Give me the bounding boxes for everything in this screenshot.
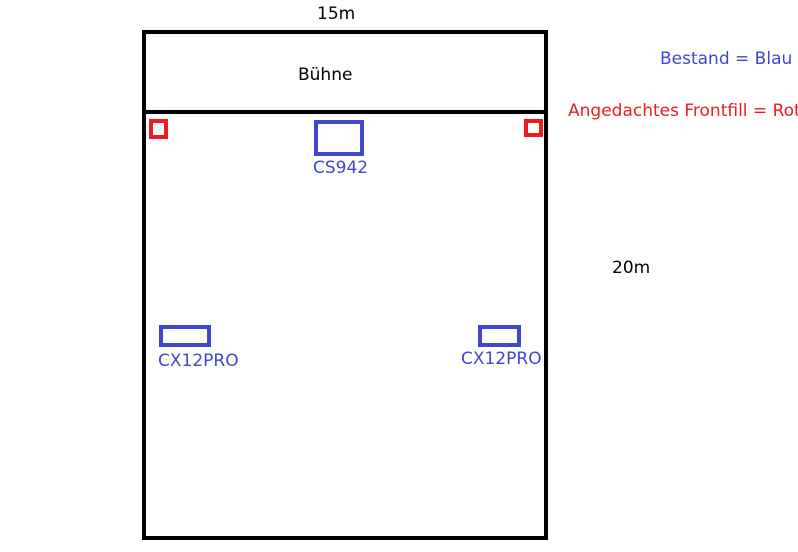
legend-existing: Bestand = Blau: [660, 49, 793, 69]
frontfill-left-box: [149, 119, 168, 139]
room-width-label: 15m: [317, 4, 356, 24]
stage-label: Bühne: [298, 65, 353, 85]
legend-planned: Angedachtes Frontfill = Rot: [568, 101, 798, 121]
left-speaker-label: CX12PRO: [158, 351, 239, 371]
room-outline: [142, 30, 548, 540]
right-speaker-box: [478, 325, 521, 347]
stage-edge-line: [142, 110, 548, 114]
right-speaker-label: CX12PRO: [461, 349, 542, 369]
center-speaker-box: [314, 120, 364, 156]
center-speaker-label: CS942: [313, 158, 369, 178]
frontfill-right-box: [524, 119, 543, 137]
room-depth-label: 20m: [612, 258, 651, 278]
left-speaker-box: [159, 325, 211, 347]
